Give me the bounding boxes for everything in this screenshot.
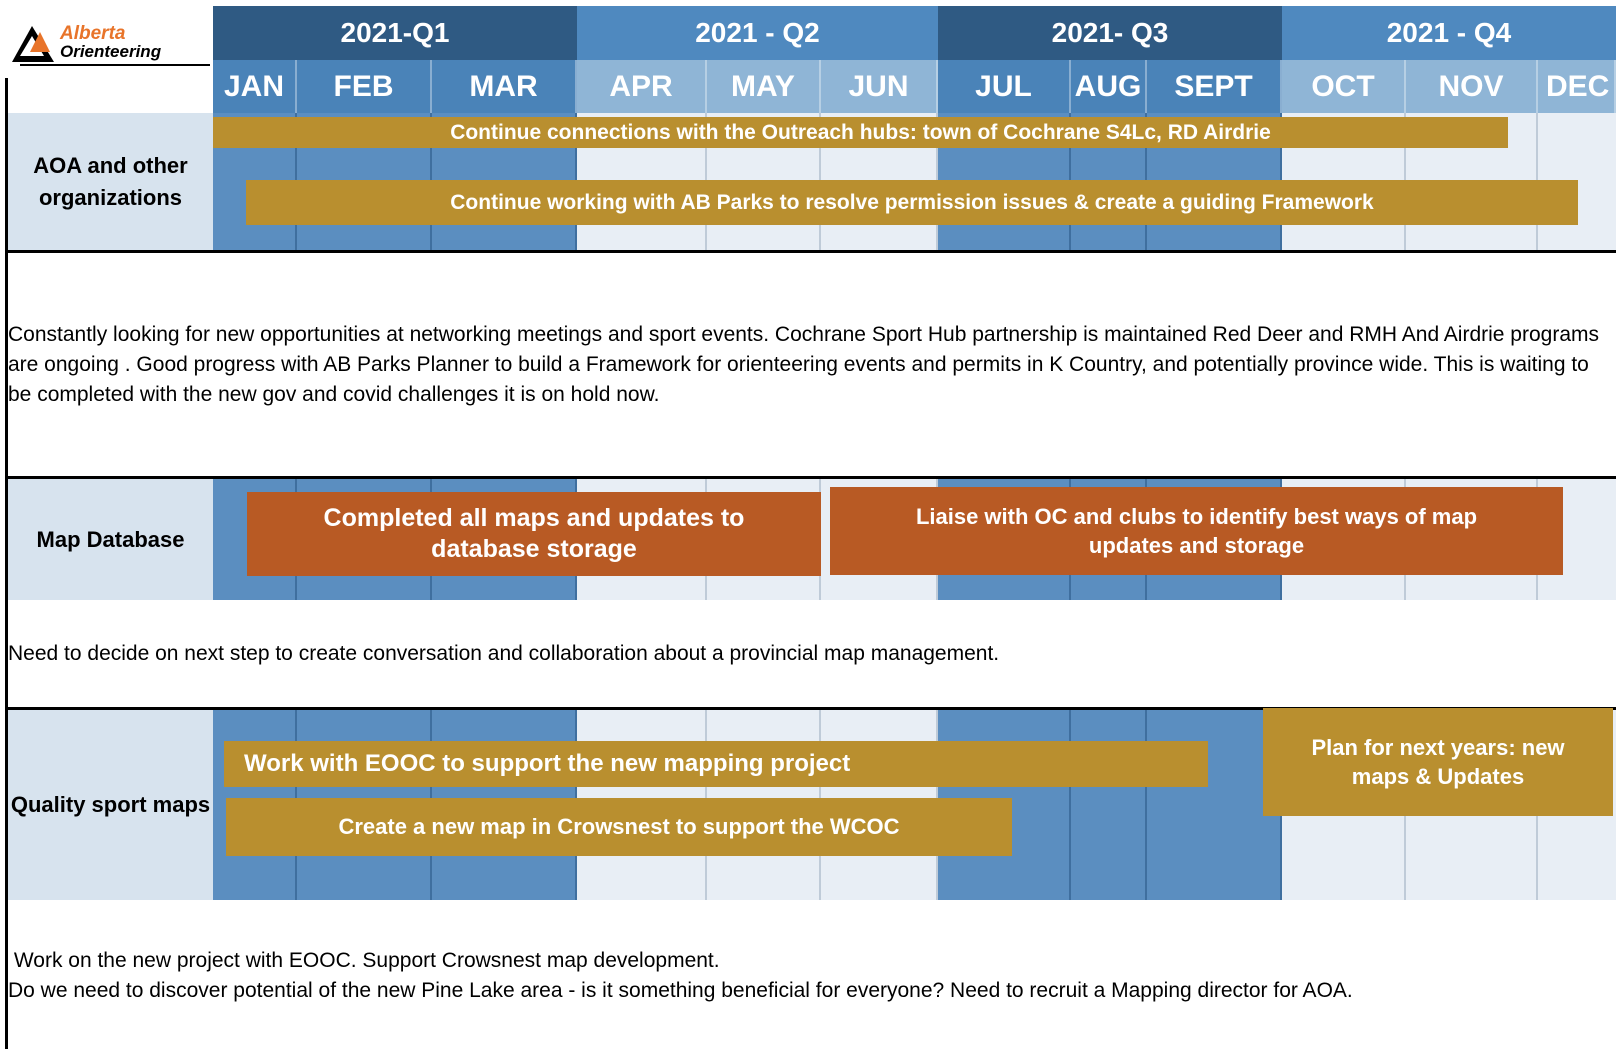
month-mar: MAR [432, 60, 577, 113]
logo-mark-icon [12, 26, 54, 62]
bar-outreach-hubs: Continue connections with the Outreach h… [213, 117, 1508, 148]
quarter-header-q3: 2021- Q3 [938, 6, 1282, 60]
divider-3 [8, 707, 1616, 710]
logo-line1: Alberta [60, 23, 126, 44]
quarter-header-q4: 2021 - Q4 [1282, 6, 1616, 60]
left-border [5, 78, 8, 1049]
quarter-header-q1: 2021-Q1 [213, 6, 577, 60]
month-aug: AUG [1071, 60, 1147, 113]
note-quality-maps-line2: Do we need to discover potential of the … [8, 979, 1353, 1002]
divider-1 [8, 250, 1616, 253]
bar-ab-parks: Continue working with AB Parks to resolv… [246, 180, 1578, 225]
note-quality-maps-line1: Work on the new project with EOOC. Suppo… [8, 949, 720, 972]
bar-completed-maps: Completed all maps and updates to databa… [247, 492, 821, 576]
month-jul: JUL [938, 60, 1071, 113]
bar-eooc-mapping: Work with EOOC to support the new mappin… [224, 741, 1208, 787]
month-nov: NOV [1406, 60, 1538, 113]
logo-underline [20, 64, 210, 66]
section-label-map-database: Map Database [8, 479, 213, 600]
section-label-aoa: AOA and other organizations [8, 113, 213, 251]
month-feb: FEB [297, 60, 432, 113]
bar-crowsnest-map: Create a new map in Crowsnest to support… [226, 798, 1012, 856]
section-label-quality-maps: Quality sport maps [8, 710, 213, 900]
month-jun: JUN [821, 60, 938, 113]
note-map-database: Need to decide on next step to create co… [8, 642, 1000, 665]
month-dec: DEC [1538, 60, 1616, 113]
bar-liaise-oc: Liaise with OC and clubs to identify bes… [830, 487, 1563, 575]
month-apr: APR [577, 60, 707, 113]
month-sept: SEPT [1147, 60, 1282, 113]
divider-2 [8, 476, 1616, 479]
month-jan: JAN [213, 60, 297, 113]
quarter-header-q2: 2021 - Q2 [577, 6, 938, 60]
month-oct: OCT [1282, 60, 1406, 113]
alberta-orienteering-logo: Alberta Orienteering [10, 20, 210, 66]
logo-line2: Orienteering [60, 42, 162, 61]
bar-plan-next-years: Plan for next years: new maps & Updates [1263, 708, 1613, 816]
note-aoa: Constantly looking for new opportunities… [8, 323, 1600, 406]
month-may: MAY [707, 60, 821, 113]
